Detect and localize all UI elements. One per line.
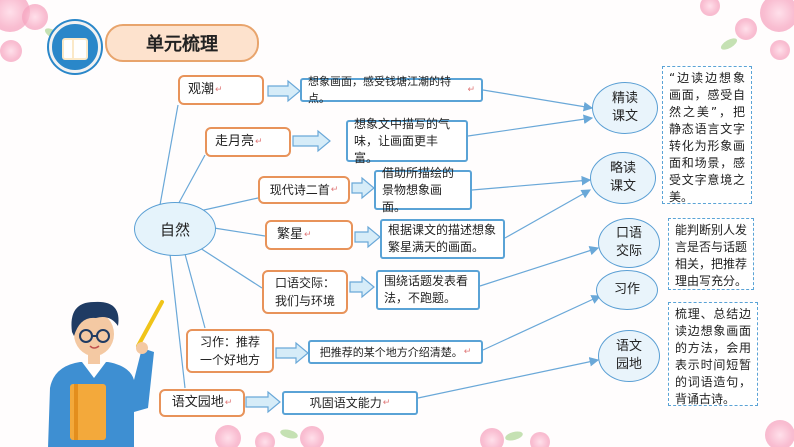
detail-text: 想象文中描写的气味，让画面更丰富。 <box>354 116 451 165</box>
flower-decoration <box>700 0 720 16</box>
flower-decoration <box>735 18 757 40</box>
topic-xiandaishi: 现代诗二首↵ <box>258 176 350 204</box>
topic-label: 现代诗二首 <box>269 183 330 197</box>
topic-label: 繁星 <box>277 227 304 242</box>
para-mark-icon: ↵ <box>255 137 263 147</box>
detail-yuwenyuandi: 巩固语文能力↵ <box>282 391 418 415</box>
flower-decoration <box>0 40 22 62</box>
para-mark-icon: ↵ <box>304 230 312 240</box>
topic-label: 走月亮 <box>215 134 255 149</box>
topic-zouyueliang: 走月亮↵ <box>205 127 291 157</box>
topic-label: 语文园地 <box>171 395 224 410</box>
category-label-line2: 交际 <box>615 244 642 259</box>
detail-xiandaishi: 借助所描绘的景物想象画面。 <box>374 166 472 214</box>
topic-label-line2: 一个好地方 <box>199 353 260 367</box>
detail-fanxing: 根据课文的描述想象繁星满天的画面。 <box>380 219 505 259</box>
note-jingdu: “边读边想象画面，感受自然之美”，把静态语言文字转化为形象画面和场景，感受文字意… <box>662 66 752 204</box>
topic-label: 观潮 <box>188 82 215 97</box>
category-label-line1: 略读 <box>609 161 636 176</box>
category-label-line1: 精读 <box>611 91 638 106</box>
category-label-line1: 语文 <box>615 339 642 354</box>
topic-yuwenyuandi: 语文园地↵ <box>159 389 245 417</box>
flower-decoration <box>480 428 504 447</box>
detail-guanchao: 想象画面，感受钱塘江潮的特点。 ↵ <box>300 75 483 105</box>
category-xizuo: 习作 <box>596 270 658 310</box>
detail-text: 围绕话题发表看法，不跑题。 <box>384 274 469 305</box>
category-luedu: 略读 课文 <box>590 152 656 204</box>
flower-decoration <box>530 432 550 447</box>
detail-zouyueliang: 想象文中描写的气味，让画面更丰富。 <box>346 117 468 165</box>
topic-kouyujiaoji: 口语交际： 我们与环境 <box>262 270 348 314</box>
topic-label-line2: 我们与环境 <box>274 294 335 308</box>
topic-label-line1: 口语交际： <box>274 276 335 290</box>
para-mark-icon: ↵ <box>224 398 233 408</box>
flower-decoration <box>760 0 794 32</box>
para-mark-icon: ↵ <box>467 84 475 95</box>
note-text: “边读边想象画面，感受自然之美”，把静态语言文字转化为形象画面和场景，感受文字意… <box>669 71 745 204</box>
center-node: 自然 <box>134 202 216 256</box>
note-text: 梳理、总结边读边想象画面的方法，会用表示时间短暂的词语造句，背诵古诗。 <box>675 307 751 406</box>
detail-text: 借助所描绘的景物想象画面。 <box>382 165 455 214</box>
topic-xizuo: 习作：推荐 一个好地方 <box>186 329 274 373</box>
detail-xizuo: 把推荐的某个地方介绍清楚。↵ <box>308 340 483 364</box>
category-label-line2: 课文 <box>609 179 636 194</box>
para-mark-icon: ↵ <box>215 85 223 95</box>
detail-kouyujiaoji: 围绕话题发表看法，不跑题。 <box>376 270 480 310</box>
para-mark-icon: ↵ <box>382 397 391 408</box>
flower-decoration <box>770 40 790 60</box>
book-icon <box>62 38 88 60</box>
detail-text: 想象画面，感受钱塘江潮的特点。 <box>308 75 451 105</box>
topic-label-line1: 习作：推荐 <box>199 335 260 349</box>
book-icon-badge <box>49 21 101 73</box>
note-text: 能判断别人发言是否与话题相关，把推荐理由写充分。 <box>675 223 748 288</box>
flower-decoration <box>255 432 275 447</box>
para-mark-icon: ↵ <box>463 346 472 357</box>
topic-fanxing: 繁星↵ <box>265 220 353 250</box>
topic-guanchao: 观潮↵ <box>178 75 264 105</box>
page-title: 单元梳理 <box>105 24 259 62</box>
category-kouyu: 口语 交际 <box>598 218 660 268</box>
para-mark-icon: ↵ <box>330 185 339 195</box>
category-label-line2: 园地 <box>615 357 642 372</box>
detail-text: 根据课文的描述想象繁星满天的画面。 <box>388 223 497 254</box>
teacher-illustration <box>48 300 164 447</box>
detail-text: 把推荐的某个地方介绍清楚。 <box>319 345 463 359</box>
category-jingdu: 精读 课文 <box>592 82 658 134</box>
flower-decoration <box>215 425 241 447</box>
note-kouyu: 能判断别人发言是否与话题相关，把推荐理由写充分。 <box>668 218 754 290</box>
category-yuwenyuandi: 语文 园地 <box>598 330 660 382</box>
category-label-line2: 课文 <box>611 109 638 124</box>
flower-decoration <box>22 4 48 30</box>
category-label: 习作 <box>613 282 640 297</box>
category-label-line1: 口语 <box>615 226 642 241</box>
note-yuwenyuandi: 梳理、总结边读边想象画面的方法，会用表示时间短暂的词语造句，背诵古诗。 <box>668 302 758 406</box>
detail-text: 巩固语文能力 <box>309 395 382 410</box>
flower-decoration <box>765 420 794 447</box>
flower-decoration <box>300 426 324 447</box>
